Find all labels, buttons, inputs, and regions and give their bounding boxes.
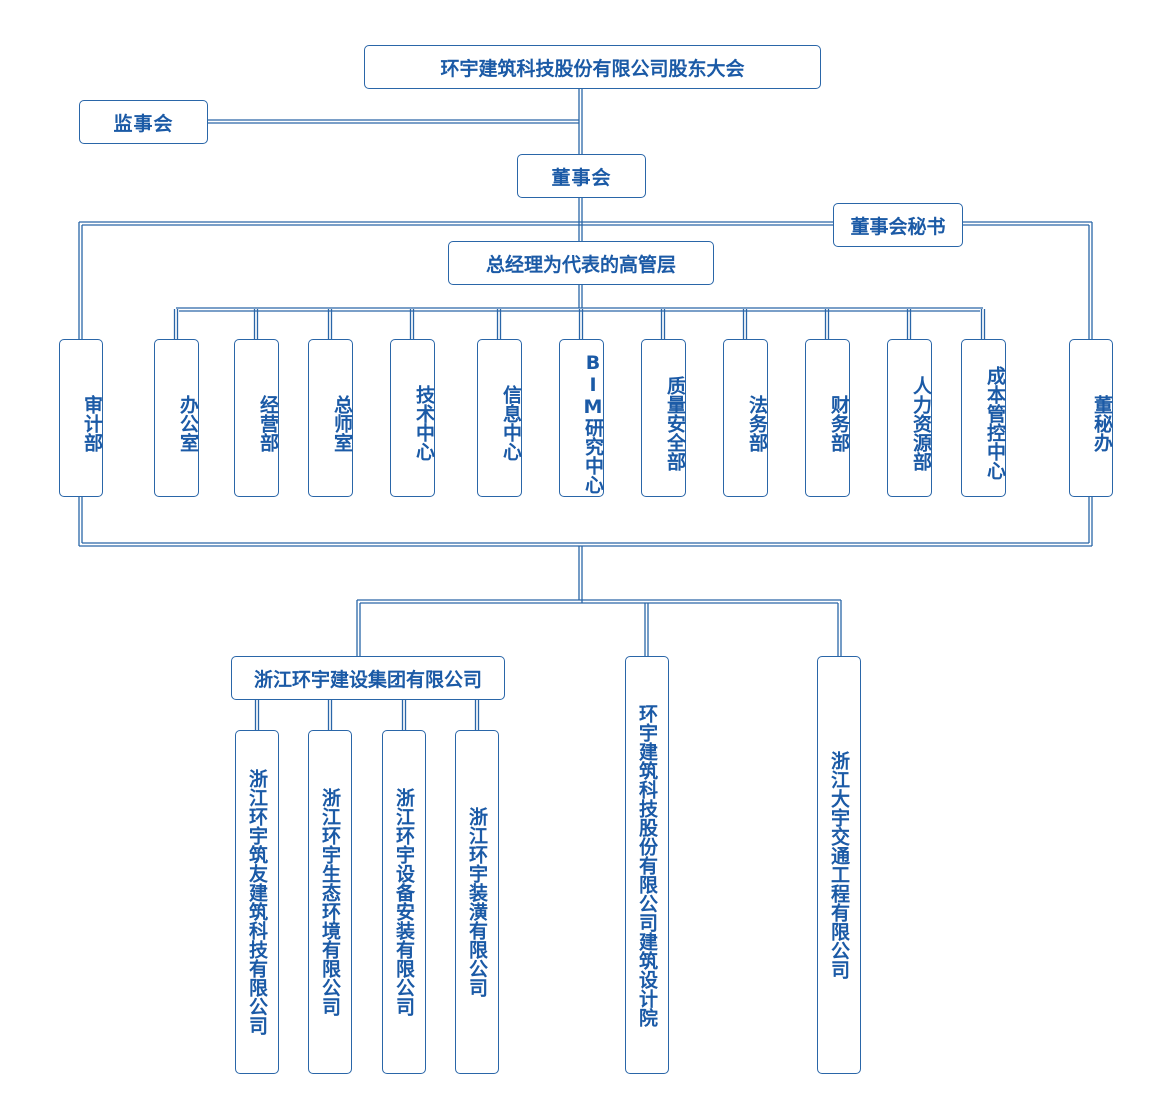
department-box: 经营部: [234, 339, 279, 497]
department-label: 人力资源部: [910, 375, 932, 471]
construction-group-box: 浙江环宇建设集团有限公司: [231, 656, 505, 700]
supervisors-box: 监事会: [79, 100, 208, 144]
department-box: 法务部: [723, 339, 768, 497]
design-institute-label: 环宇建筑科技股份有限公司建筑设计院: [636, 703, 658, 1027]
department-label: 质量安全部: [664, 375, 686, 471]
audit-department-box: 审计部: [59, 339, 103, 497]
shareholders-meeting-box: 环宇建筑科技股份有限公司股东大会: [364, 45, 821, 89]
transport-company-box: 浙江大宇交通工程有限公司: [817, 656, 861, 1074]
board-secretary-box: 董事会秘书: [833, 203, 963, 247]
department-label: 信息中心: [500, 385, 522, 461]
group-subsidiary-label: 浙江环宇筑友建筑科技有限公司: [246, 769, 268, 1035]
department-label: 经营部: [257, 394, 279, 452]
department-label: 办公室: [177, 394, 199, 452]
department-box: 总师室: [308, 339, 353, 497]
transport-company-label: 浙江大宇交通工程有限公司: [828, 751, 850, 979]
supervisors-label: 监事会: [113, 112, 174, 135]
group-subsidiary-box: 浙江环宇设备安装有限公司: [382, 730, 426, 1074]
shareholders-meeting-label: 环宇建筑科技股份有限公司股东大会: [440, 57, 745, 80]
department-label: 财务部: [828, 394, 850, 452]
department-box: 质量安全部: [641, 339, 686, 497]
board-secretary-label: 董事会秘书: [850, 215, 946, 238]
management-box: 总经理为代表的高管层: [448, 241, 714, 285]
secretary-office-box: 董秘办: [1069, 339, 1113, 497]
department-label: BIM研究中心: [582, 352, 604, 494]
department-box: 成本管控中心: [961, 339, 1006, 497]
secretary-office-label: 董秘办: [1091, 394, 1113, 452]
management-label: 总经理为代表的高管层: [485, 253, 676, 276]
department-label: 技术中心: [413, 385, 435, 461]
group-subsidiary-box: 浙江环宇筑友建筑科技有限公司: [235, 730, 279, 1074]
department-label: 总师室: [331, 394, 353, 452]
department-box: 办公室: [154, 339, 199, 497]
group-subsidiary-box: 浙江环宇装潢有限公司: [455, 730, 499, 1074]
department-box: 信息中心: [477, 339, 522, 497]
board-box: 董事会: [517, 154, 646, 198]
group-subsidiary-label: 浙江环宇设备安装有限公司: [393, 788, 415, 1016]
department-box: BIM研究中心: [559, 339, 604, 497]
group-subsidiary-box: 浙江环宇生态环境有限公司: [308, 730, 352, 1074]
department-box: 人力资源部: [887, 339, 932, 497]
group-subsidiary-label: 浙江环宇生态环境有限公司: [319, 788, 341, 1016]
department-label: 成本管控中心: [984, 366, 1006, 480]
group-subsidiary-label: 浙江环宇装潢有限公司: [466, 807, 488, 997]
board-label: 董事会: [551, 166, 612, 189]
audit-department-label: 审计部: [81, 394, 103, 452]
department-label: 法务部: [746, 394, 768, 452]
department-box: 财务部: [805, 339, 850, 497]
construction-group-label: 浙江环宇建设集团有限公司: [253, 668, 482, 691]
design-institute-box: 环宇建筑科技股份有限公司建筑设计院: [625, 656, 669, 1074]
department-box: 技术中心: [390, 339, 435, 497]
